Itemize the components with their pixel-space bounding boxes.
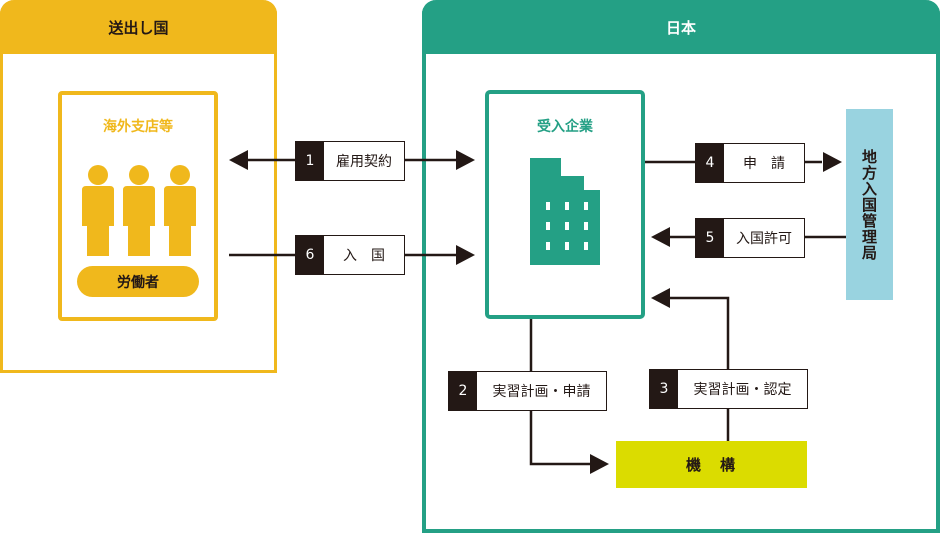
arrow-right-icon (823, 152, 842, 172)
step-number: 5 (696, 219, 724, 257)
step-number: 6 (296, 236, 324, 274)
workers-label: 労働者 (77, 266, 199, 297)
japan-panel (422, 0, 940, 533)
step-number: 4 (696, 144, 724, 182)
step-label: 入 国 (343, 248, 385, 264)
plan-application-line (529, 319, 592, 466)
sending-country-header: 送出し国 (0, 0, 277, 54)
receiving-company-title: 受入企業 (537, 119, 593, 135)
workers-icon (82, 165, 196, 256)
japan-header: 日本 (422, 0, 940, 54)
regional-immigration-bureau-box: 地方入国管理局 (846, 109, 893, 300)
step-label: 入国許可 (736, 231, 792, 247)
step-label: 実習計画・申請 (492, 384, 591, 400)
worker-figure-icon (82, 165, 114, 256)
step-2-training-plan-application: 2 実習計画・申請 (448, 371, 607, 411)
regional-immigration-bureau-label: 地方入国管理局 (860, 148, 878, 261)
step-3-training-plan-certification: 3 実習計画・認定 (649, 369, 808, 409)
worker-figure-icon (123, 165, 155, 256)
overseas-branch-title: 海外支店等 (103, 119, 173, 135)
arrow-left-icon (229, 150, 248, 170)
arrow-left-icon (651, 288, 670, 308)
organization-box: 機 構 (616, 441, 807, 488)
step-1-employment-contract: 1 雇用契約 (295, 141, 405, 181)
building-icon (530, 158, 600, 265)
sending-country-panel (0, 0, 277, 373)
step-label: 実習計画・認定 (693, 382, 792, 398)
step-label: 雇用契約 (336, 154, 392, 170)
arrow-right-icon (456, 245, 475, 265)
step-5-entry-permit: 5 入国許可 (695, 218, 805, 258)
step-label: 申 請 (743, 156, 785, 172)
arrow-right-icon (456, 150, 475, 170)
step-6-entry: 6 入 国 (295, 235, 405, 275)
arrow-right-icon (590, 454, 609, 474)
step-number: 3 (650, 370, 678, 408)
step-4-application: 4 申 請 (695, 143, 805, 183)
arrow-left-icon (651, 227, 670, 247)
worker-figure-icon (164, 165, 196, 256)
step-number: 2 (449, 372, 477, 410)
step-number: 1 (296, 142, 324, 180)
